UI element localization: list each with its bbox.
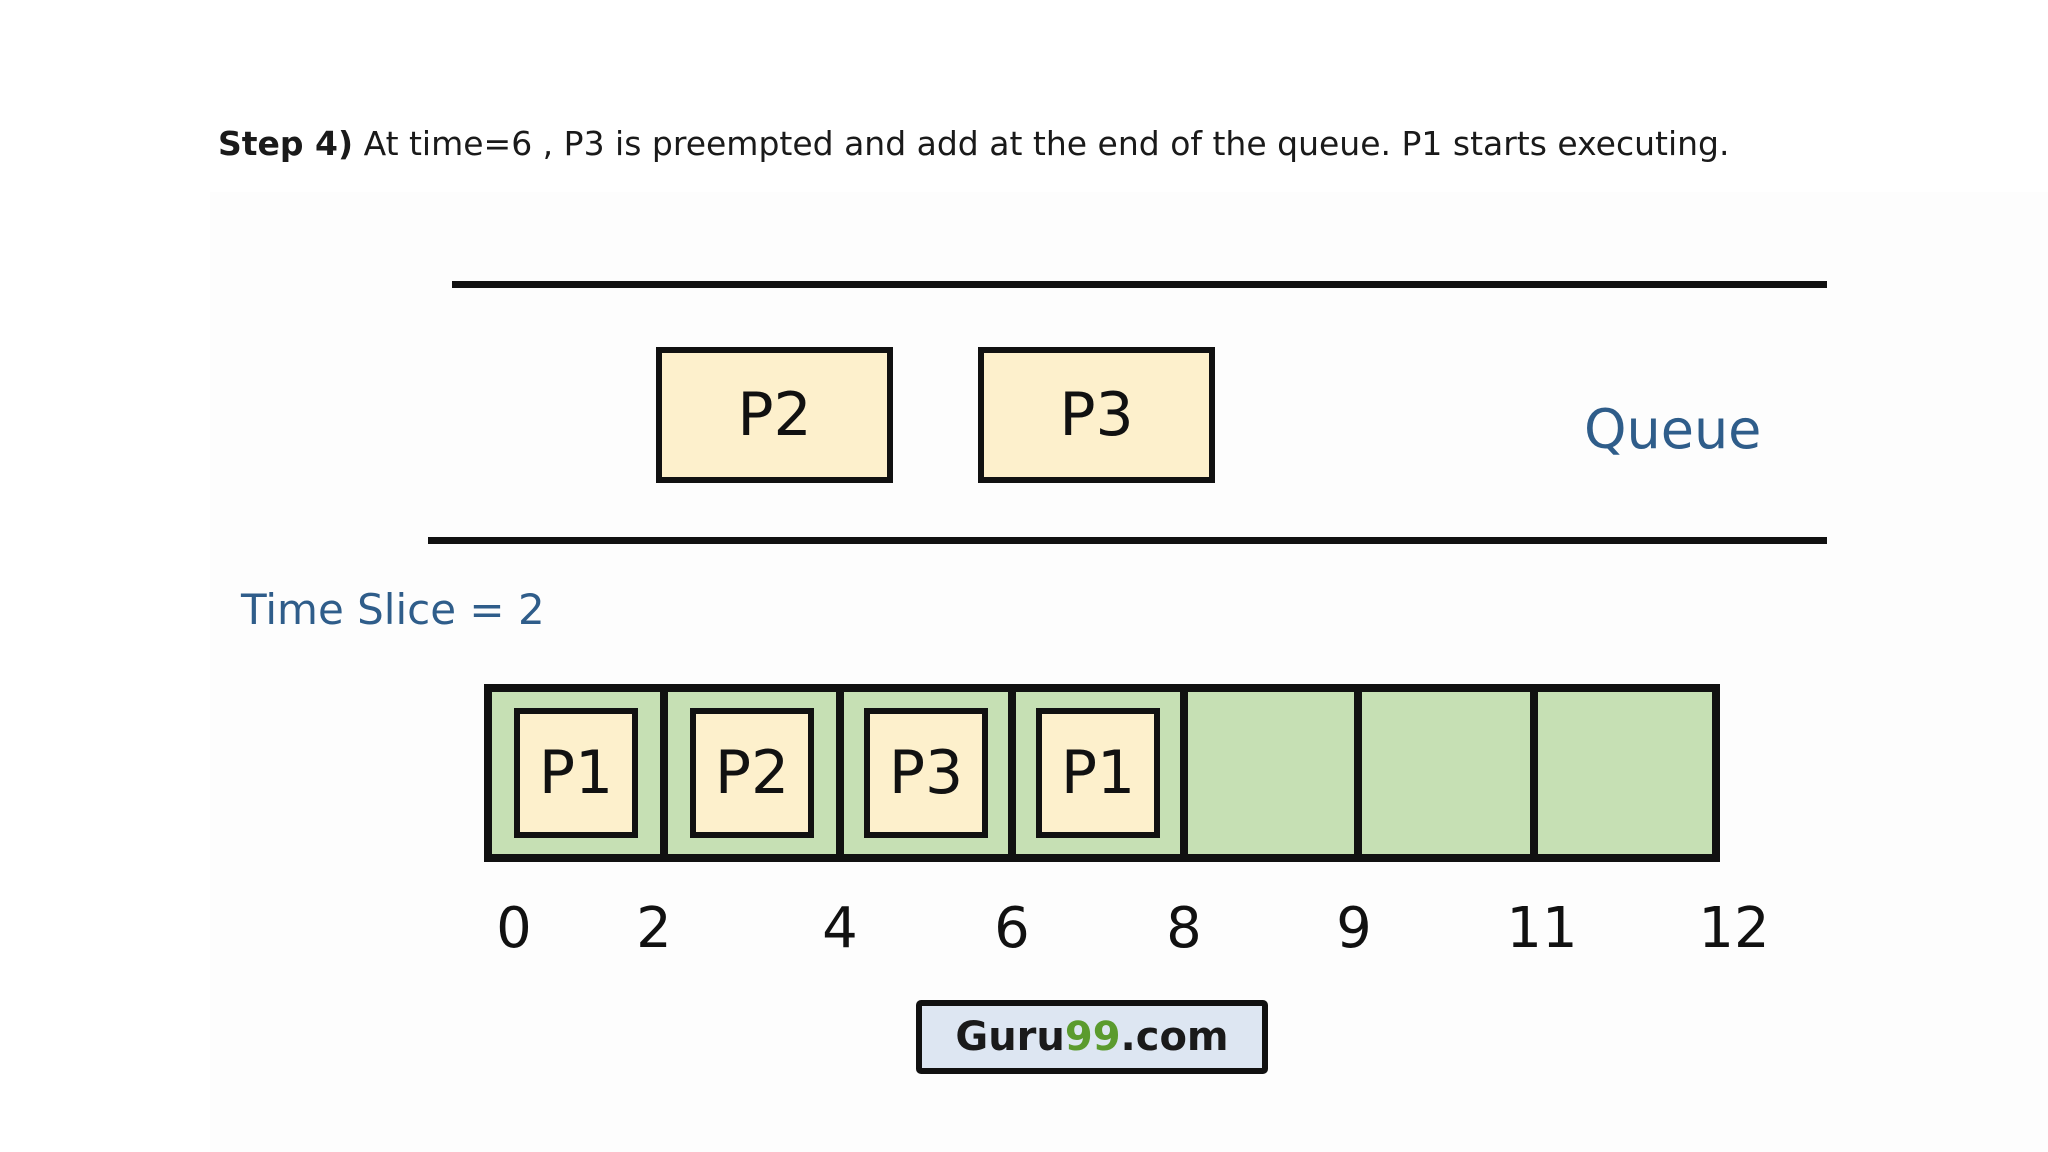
gantt-process-label: P1 (1060, 738, 1136, 808)
gantt-slot-empty (1538, 692, 1712, 854)
time-tick: 4 (822, 896, 858, 961)
gantt-process: P3 (864, 708, 988, 838)
time-tick: 0 (496, 896, 532, 961)
gantt-chart: P1 P2 P3 P1 (484, 684, 1720, 862)
gantt-slot: P1 (492, 692, 660, 854)
queue-item-label: P2 (737, 380, 812, 450)
queue-item-p2: P2 (656, 347, 893, 483)
gantt-process-label: P3 (888, 738, 964, 808)
gantt-process: P1 (514, 708, 638, 838)
time-tick: 11 (1506, 896, 1578, 961)
queue-label: Queue (1584, 398, 1762, 461)
step-number: Step 4) (218, 124, 354, 163)
gantt-slot: P3 (844, 692, 1008, 854)
gantt-process: P1 (1036, 708, 1160, 838)
time-tick: 9 (1336, 896, 1372, 961)
time-tick: 12 (1698, 896, 1770, 961)
gantt-process-label: P2 (714, 738, 790, 808)
time-tick: 6 (994, 896, 1030, 961)
gantt-process: P2 (690, 708, 814, 838)
time-tick: 2 (636, 896, 672, 961)
gantt-process-label: P1 (538, 738, 614, 808)
queue-item-p3: P3 (978, 347, 1215, 483)
logo-text-com: .com (1120, 1014, 1229, 1060)
time-slice-label: Time Slice = 2 (241, 585, 545, 634)
queue-bottom-line (428, 537, 1827, 544)
gantt-slot-empty (1188, 692, 1354, 854)
logo-text-guru: Guru (955, 1014, 1065, 1060)
time-tick: 8 (1166, 896, 1202, 961)
logo-text-99: 99 (1064, 1014, 1121, 1060)
queue-top-line (452, 281, 1827, 288)
step-caption: Step 4) At time=6 , P3 is preempted and … (218, 124, 1730, 163)
gantt-slot: P2 (668, 692, 836, 854)
gantt-slot-empty (1362, 692, 1530, 854)
queue-item-label: P3 (1059, 380, 1134, 450)
gantt-slot: P1 (1016, 692, 1180, 854)
step-description: At time=6 , P3 is preempted and add at t… (353, 124, 1730, 163)
